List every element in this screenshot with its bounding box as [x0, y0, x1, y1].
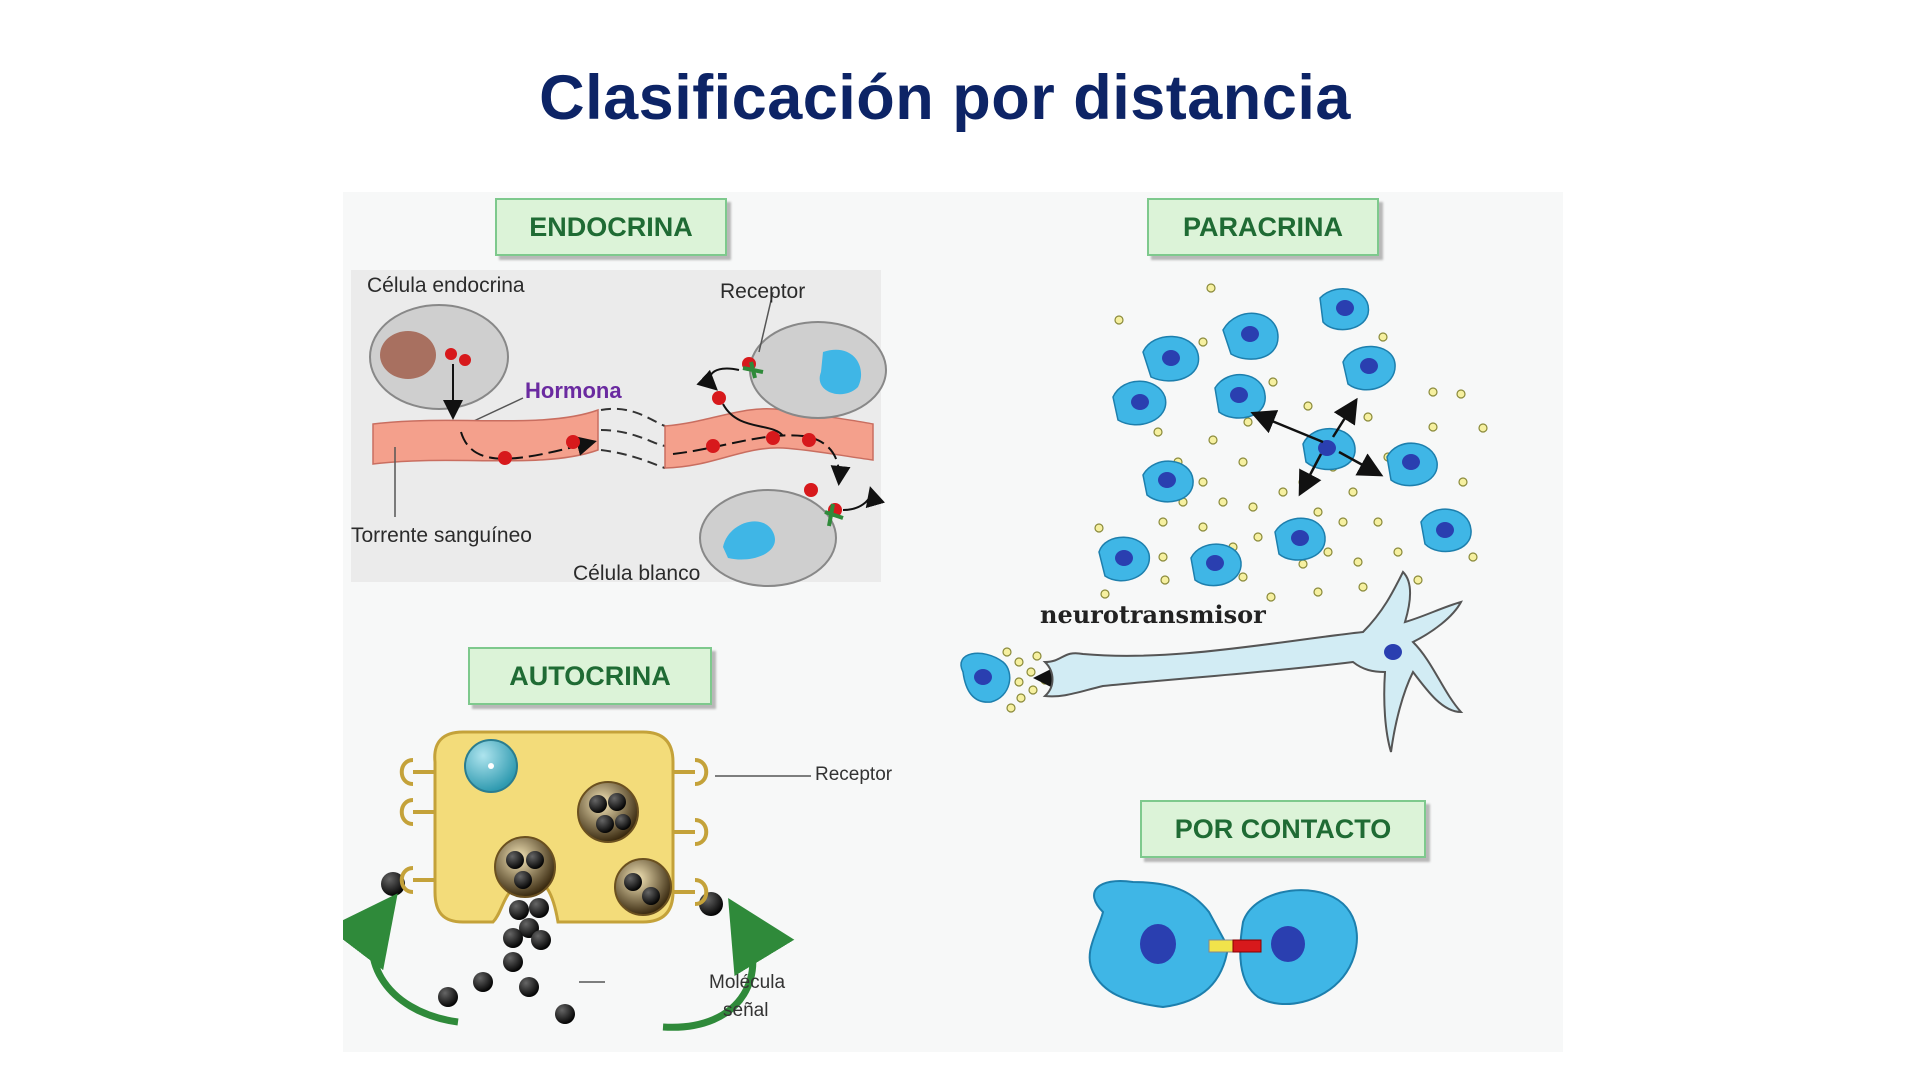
heading-autocrina: AUTOCRINA [468, 647, 712, 705]
contact-diagram [1088, 880, 1358, 1009]
signal-molecules [1094, 283, 1488, 602]
endocrine-nucleus [380, 331, 436, 379]
vesicle [614, 858, 672, 916]
target-cell-upper [749, 321, 887, 419]
figure-canvas [343, 192, 1563, 1052]
label-signal-molecule-line1: Molécula [709, 972, 786, 993]
heading-por-contacto: POR CONTACTO [1140, 800, 1426, 858]
label-neurotransmitter: neurotransmisor [1040, 600, 1266, 629]
signaling-figure: ENDOCRINA PARACRINA AUTOCRINA POR CONTAC… [343, 192, 1563, 1052]
paracrine-diagram [960, 283, 1488, 753]
heading-endocrina: ENDOCRINA [495, 198, 727, 256]
label-signal-molecule-line2: señal [723, 1000, 769, 1021]
label-bloodstream: Torrente sanguíneo [351, 524, 532, 547]
endocrine-diagram [369, 291, 887, 587]
feedback-arrow-right [662, 898, 795, 1031]
label-receptor-endocrine: Receptor [720, 280, 806, 303]
slide-title: Clasificación por distancia [539, 63, 1351, 133]
label-receptor-autocrine: Receptor [815, 764, 893, 785]
blood-vessel-left [372, 408, 599, 465]
endocrine-cell [369, 304, 509, 410]
vesicle [494, 836, 556, 898]
contact-receptor [1232, 939, 1262, 953]
label-target-cell: Célula blanco [573, 562, 701, 585]
label-hormone: Hormona [525, 378, 622, 403]
neuron [1042, 570, 1464, 753]
autocrine-diagram [343, 730, 811, 1031]
contact-ligand [1208, 939, 1234, 953]
heading-paracrina: PARACRINA [1147, 198, 1379, 256]
feedback-arrow-left [343, 893, 459, 1026]
label-endocrine-cell: Célula endocrina [367, 274, 525, 297]
receptors [399, 758, 709, 906]
vesicle [577, 781, 639, 843]
